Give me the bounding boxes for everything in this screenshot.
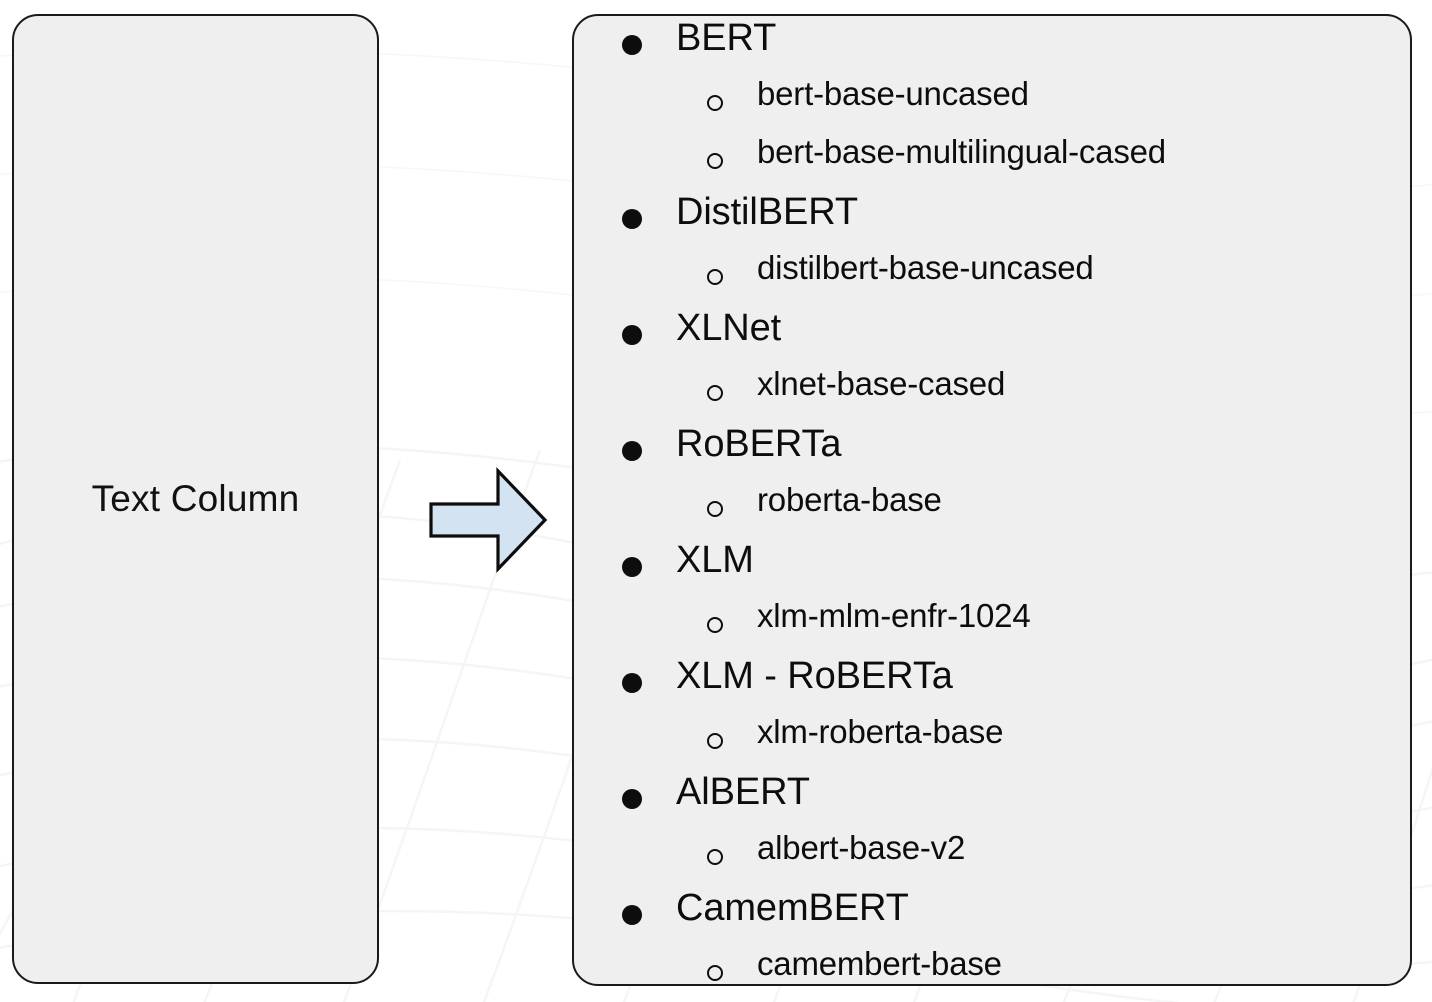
model-list: BERT bert-base-uncased bert-base-multiling… (574, 16, 1410, 984)
models-list-box[interactable]: BERT bert-base-uncased bert-base-multiling… (572, 14, 1412, 986)
model-checkpoint-label: xlm-roberta-base (757, 713, 1004, 750)
filled-disc-bullet-icon (622, 789, 642, 809)
model-family-item[interactable]: RoBERTa (574, 422, 1410, 480)
model-checkpoint-item[interactable]: camembert-base (574, 944, 1410, 984)
text-column-label: Text Column (91, 477, 300, 519)
model-checkpoint-item[interactable]: bert-base-multilingual-cased (574, 132, 1410, 190)
hollow-circle-bullet-icon (707, 849, 723, 865)
model-checkpoint-item[interactable]: xlnet-base-cased (574, 364, 1410, 422)
model-checkpoint-label: bert-base-multilingual-cased (757, 133, 1166, 170)
model-checkpoint-label: camembert-base (757, 945, 1002, 982)
model-family-label: RoBERTa (676, 423, 842, 465)
hollow-circle-bullet-icon (707, 965, 723, 981)
model-checkpoint-item[interactable]: xlm-roberta-base (574, 712, 1410, 770)
model-family-item[interactable]: XLM (574, 538, 1410, 596)
model-checkpoint-item[interactable]: xlm-mlm-enfr-1024 (574, 596, 1410, 654)
model-checkpoint-item[interactable]: albert-base-v2 (574, 828, 1410, 886)
hollow-circle-bullet-icon (707, 269, 723, 285)
model-family-item[interactable]: XLNet (574, 306, 1410, 364)
model-family-item[interactable]: XLM - RoBERTa (574, 654, 1410, 712)
filled-disc-bullet-icon (622, 35, 642, 55)
model-checkpoint-item[interactable]: roberta-base (574, 480, 1410, 538)
model-family-label: BERT (676, 17, 777, 59)
model-family-label: XLNet (676, 307, 782, 349)
model-checkpoint-label: roberta-base (757, 481, 942, 518)
filled-disc-bullet-icon (622, 441, 642, 461)
model-checkpoint-label: xlnet-base-cased (757, 365, 1006, 402)
model-family-item[interactable]: DistilBERT (574, 190, 1410, 248)
hollow-circle-bullet-icon (707, 95, 723, 111)
model-family-label: XLM - RoBERTa (676, 655, 953, 697)
right-block-arrow-shape (429, 467, 548, 573)
filled-disc-bullet-icon (622, 557, 642, 577)
hollow-circle-bullet-icon (707, 385, 723, 401)
text-column-box[interactable]: Text Column (12, 14, 379, 984)
hollow-circle-bullet-icon (707, 153, 723, 169)
filled-disc-bullet-icon (622, 209, 642, 229)
filled-disc-bullet-icon (622, 673, 642, 693)
model-checkpoint-label: xlm-mlm-enfr-1024 (757, 597, 1031, 634)
model-checkpoint-item[interactable]: distilbert-base-uncased (574, 248, 1410, 306)
model-checkpoint-item[interactable]: bert-base-uncased (574, 74, 1410, 132)
model-family-item[interactable]: CamemBERT (574, 886, 1410, 944)
model-family-label: DistilBERT (676, 191, 858, 233)
model-family-label: XLM (676, 539, 754, 581)
model-checkpoint-label: bert-base-uncased (757, 75, 1029, 112)
hollow-circle-bullet-icon (707, 617, 723, 633)
filled-disc-bullet-icon (622, 905, 642, 925)
model-checkpoint-label: distilbert-base-uncased (757, 249, 1094, 286)
model-family-label: CamemBERT (676, 887, 909, 929)
model-family-label: AlBERT (676, 771, 810, 813)
hollow-circle-bullet-icon (707, 501, 723, 517)
right-block-arrow-icon (425, 464, 551, 576)
model-family-item[interactable]: BERT (574, 16, 1410, 74)
model-checkpoint-label: albert-base-v2 (757, 829, 966, 866)
hollow-circle-bullet-icon (707, 733, 723, 749)
filled-disc-bullet-icon (622, 325, 642, 345)
model-family-item[interactable]: AlBERT (574, 770, 1410, 828)
